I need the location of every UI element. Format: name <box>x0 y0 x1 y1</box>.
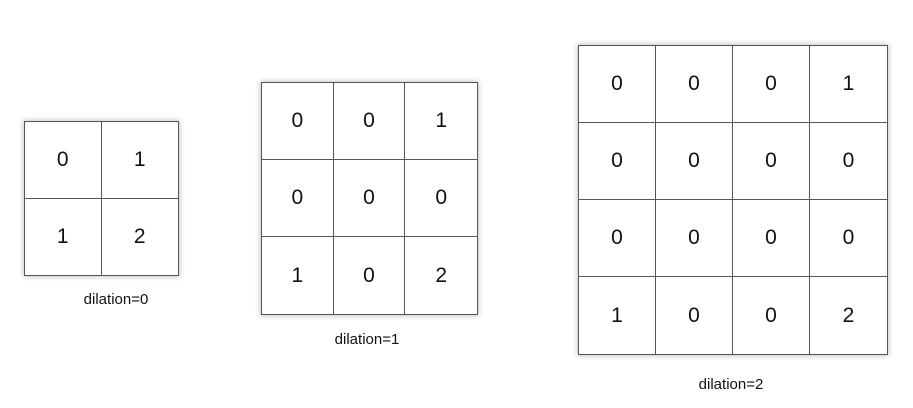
grid-cell: 1 <box>405 83 477 160</box>
dilation-1-caption: dilation=1 <box>334 331 400 348</box>
grid-cell: 0 <box>733 123 810 200</box>
dilation-0-caption: dilation=0 <box>83 291 149 308</box>
grid-cell: 0 <box>262 160 334 237</box>
grid-cell: 0 <box>656 46 733 123</box>
grid-cell: 0 <box>810 123 887 200</box>
grid-cell: 2 <box>842 303 855 327</box>
grid-cell: 0 <box>733 46 810 123</box>
grid-cell: 1 <box>579 277 656 354</box>
grid-cell: 0 <box>405 160 477 237</box>
grid-cell: 0 <box>656 277 733 354</box>
grid-cell: 0 <box>733 277 810 354</box>
grid-cell: 1 <box>101 122 178 199</box>
grid-cell: 2 <box>133 224 146 248</box>
grid-cell: 1 <box>25 198 102 275</box>
dilation-1-panel: 0 0 1 0 0 0 1 0 2 dilation=1 <box>261 82 478 348</box>
grid-cell: 0 <box>810 200 887 277</box>
grid-cell: 0 <box>25 122 102 199</box>
grid-cell: 0 <box>733 200 810 277</box>
grid-cell: 0 <box>333 83 406 160</box>
grid-cell: 0 <box>656 200 733 277</box>
dilation-1-grid: 0 0 1 0 0 0 1 0 2 <box>261 82 478 315</box>
dilation-2-panel: 0 0 0 1 0 0 0 0 0 0 0 0 1 0 0 2 dilation… <box>578 45 888 393</box>
dilation-0-panel: 0 1 1 2 dilation=0 <box>24 121 179 308</box>
grid-cell: 0 <box>579 46 656 123</box>
grid-cell: 0 <box>579 200 656 277</box>
grid-cell: 0 <box>262 83 334 160</box>
grid-cell: 2 <box>435 263 447 287</box>
grid-cell: 1 <box>810 46 887 123</box>
dilation-2-caption: dilation=2 <box>698 376 764 393</box>
grid-cell: 0 <box>333 160 406 237</box>
grid-cell: 0 <box>334 237 406 314</box>
grid-cell: 1 <box>262 237 334 314</box>
grid-cell: 0 <box>656 123 733 200</box>
grid-cell: 0 <box>579 123 656 200</box>
dilation-0-grid: 0 1 1 2 <box>24 121 179 276</box>
dilation-2-grid: 0 0 0 1 0 0 0 0 0 0 0 0 1 0 0 2 <box>578 45 888 355</box>
